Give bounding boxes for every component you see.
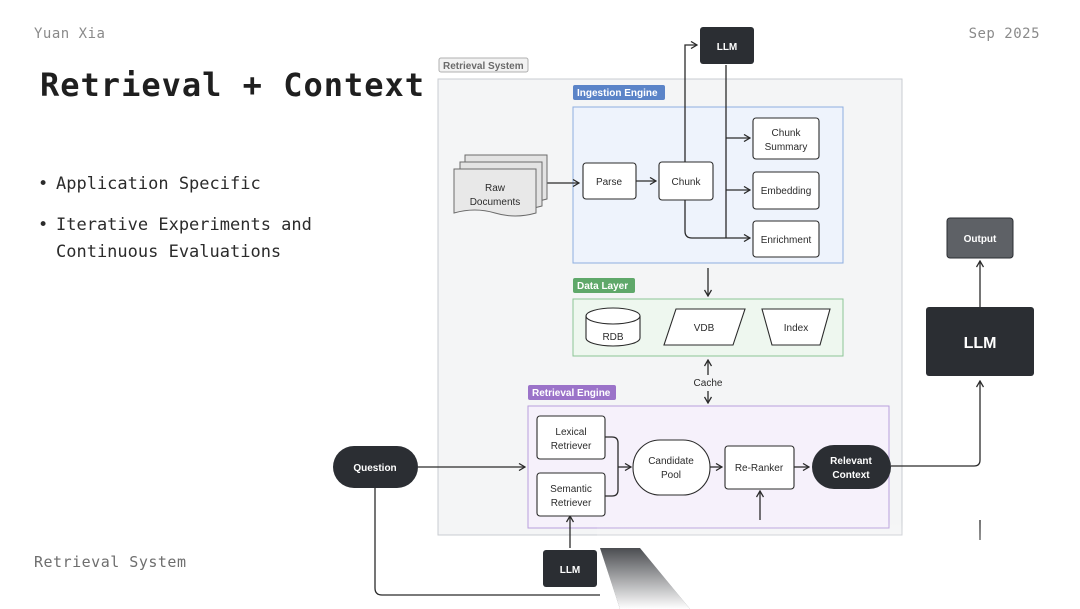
raw-documents-label: Documents	[470, 197, 521, 208]
relevant-context-node	[812, 445, 891, 489]
retrieval-engine-label: Retrieval Engine	[532, 388, 611, 399]
raw-documents-node	[453, 154, 548, 217]
question-node	[333, 446, 418, 488]
data-layer-tag	[573, 278, 635, 293]
slide-author: Yuan Xia	[34, 26, 106, 42]
lexical-retriever-node	[536, 415, 606, 460]
slide-title: Retrieval + Context	[40, 66, 426, 104]
llm-bottom-node	[543, 550, 597, 587]
slide-footer: Retrieval System	[34, 553, 187, 571]
question-label: Question	[353, 463, 396, 474]
lexical-retriever-label: Retriever	[551, 441, 592, 452]
index-node	[761, 308, 831, 346]
llm-top-label: LLM	[717, 42, 738, 53]
raw-documents-label: Raw	[485, 183, 506, 194]
lexical-retriever-label: Lexical	[555, 427, 586, 438]
output-node	[946, 217, 1014, 259]
chunk-label: Chunk	[672, 177, 702, 188]
bullet-item: Application Specific	[36, 171, 366, 198]
enrichment-label: Enrichment	[761, 235, 812, 246]
chunk-summary-label: Chunk	[772, 128, 802, 139]
semantic-retriever-label: Retriever	[551, 498, 592, 509]
data-layer-label: Data Layer	[577, 281, 628, 292]
slide-date: Sep 2025	[968, 26, 1040, 42]
embedding-node	[752, 171, 820, 210]
re-ranker-label: Re-Ranker	[735, 463, 784, 474]
re-ranker-node	[724, 445, 795, 490]
fade-overlay	[597, 520, 1080, 609]
chunk-summary-label: Summary	[765, 142, 808, 153]
llm-bottom-label: LLM	[560, 565, 581, 576]
ingestion-engine-label: Ingestion Engine	[577, 88, 658, 99]
candidate-pool-label: Candidate	[648, 456, 694, 467]
output-label: Output	[964, 234, 997, 245]
retrieval-system-label: Retrieval System	[443, 61, 524, 72]
relevant-context-label: Context	[832, 470, 870, 481]
vdb-node	[663, 308, 746, 346]
enrichment-node	[752, 220, 820, 258]
rdb-node	[585, 307, 641, 347]
llm-top-node	[700, 27, 754, 64]
llm-main-node	[926, 307, 1034, 376]
bullet-item: Iterative Experiments and Continuous Eva…	[36, 212, 366, 266]
chunk-summary-node	[752, 117, 820, 160]
relevant-context-label: Relevant	[830, 456, 872, 467]
retrieval-system-tag	[438, 57, 529, 73]
semantic-retriever-node	[536, 472, 606, 517]
rdb-label: RDB	[602, 332, 623, 343]
parse-node	[582, 162, 637, 200]
candidate-pool-node	[632, 439, 711, 496]
candidate-pool-label: Pool	[661, 470, 681, 481]
embedding-label: Embedding	[761, 186, 812, 197]
semantic-retriever-label: Semantic	[550, 484, 592, 495]
chunk-node	[658, 161, 714, 201]
bullet-list: Application Specific Iterative Experimen…	[36, 171, 366, 280]
index-label: Index	[784, 323, 808, 334]
retrieval-engine-tag	[528, 385, 616, 400]
dark-streak-fade	[600, 548, 690, 609]
parse-label: Parse	[596, 177, 623, 188]
cache-label: Cache	[694, 378, 723, 389]
llm-main-label: LLM	[964, 335, 997, 352]
ingestion-engine-tag	[573, 85, 665, 100]
vdb-label: VDB	[694, 323, 715, 334]
